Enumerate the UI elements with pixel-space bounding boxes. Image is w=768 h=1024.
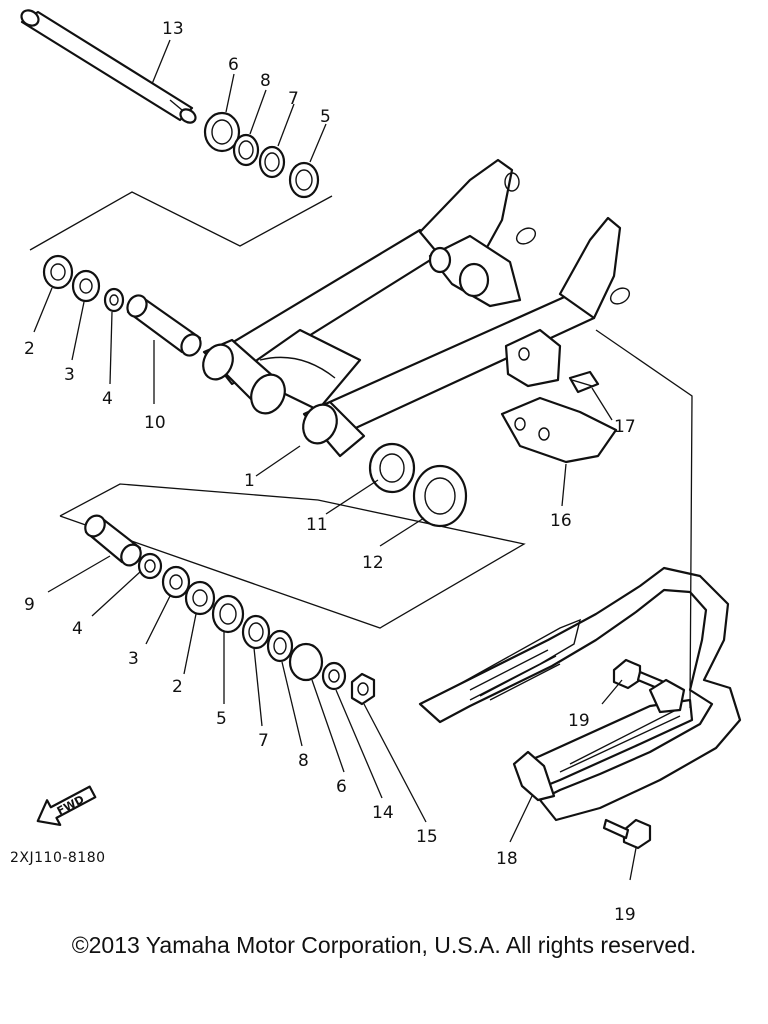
callout-15: 15 [416, 827, 438, 847]
callout-3: 3 [64, 365, 75, 385]
callout-5: 5 [320, 107, 331, 127]
lower-bush-3 [161, 565, 191, 599]
left-washer-4 [103, 287, 125, 313]
callout-10: 10 [144, 413, 166, 433]
upper-bearing-5 [288, 161, 320, 199]
lower-seal-6 [288, 642, 324, 682]
callout-7: 7 [288, 89, 299, 109]
lower-washer-4 [137, 552, 163, 580]
callout-11: 11 [306, 515, 328, 535]
callout-16: 16 [550, 511, 572, 531]
callout-3b: 3 [128, 649, 139, 669]
fwd-arrow-icon: FWD [36, 785, 97, 827]
bolt-19-lower [602, 818, 652, 850]
callout-1: 1 [244, 471, 255, 491]
swing-arm [202, 158, 631, 458]
callout-8b: 8 [298, 751, 309, 771]
left-collar-10 [126, 294, 202, 357]
callout-labels: 13 6 8 7 5 2 3 4 10 1 11 12 17 16 9 4 3 … [24, 19, 636, 925]
washer-14 [321, 661, 347, 691]
lower-washer-7 [241, 614, 271, 650]
callout-19a: 19 [568, 711, 590, 731]
upper-thrust-cover-8 [232, 133, 260, 167]
callout-2b: 2 [172, 677, 183, 697]
callout-4b: 4 [72, 619, 83, 639]
upper-washer-7 [258, 145, 286, 179]
copyright-notice: ©2013 Yamaha Motor Corporation, U.S.A. A… [71, 932, 697, 958]
lower-bearing-2 [184, 580, 216, 616]
callout-6b: 6 [336, 777, 347, 797]
callout-9: 9 [24, 595, 35, 615]
callout-18: 18 [496, 849, 518, 869]
callout-19b: 19 [614, 905, 636, 925]
left-bush-3 [71, 269, 101, 303]
guard-mount-plate [648, 678, 686, 714]
lower-collar-9 [84, 514, 142, 567]
upper-seal-6 [203, 111, 241, 153]
chain-guide-16 [500, 396, 618, 464]
callout-7b: 7 [258, 731, 269, 751]
lower-bearing-5 [211, 594, 245, 634]
callout-13: 13 [162, 19, 184, 39]
collar-11 [368, 442, 416, 494]
footrest-guard [418, 566, 742, 822]
diagram-code: 2XJ110-8180 [10, 850, 106, 866]
left-bearing-2 [42, 254, 74, 290]
chain-guide-bracket [504, 328, 562, 388]
pivot-shaft [20, 9, 197, 124]
callout-12: 12 [362, 553, 384, 573]
callout-17: 17 [614, 417, 636, 437]
callout-4: 4 [102, 389, 113, 409]
bolt-17 [568, 370, 600, 394]
callout-14: 14 [372, 803, 394, 823]
callout-6: 6 [228, 55, 239, 75]
seal-12 [412, 464, 468, 528]
callout-2: 2 [24, 339, 35, 359]
callout-8: 8 [260, 71, 271, 91]
lower-thrust-cover-8 [266, 629, 294, 663]
callout-5b: 5 [216, 709, 227, 729]
leader-lines [33, 39, 637, 881]
nut-15 [350, 672, 376, 706]
